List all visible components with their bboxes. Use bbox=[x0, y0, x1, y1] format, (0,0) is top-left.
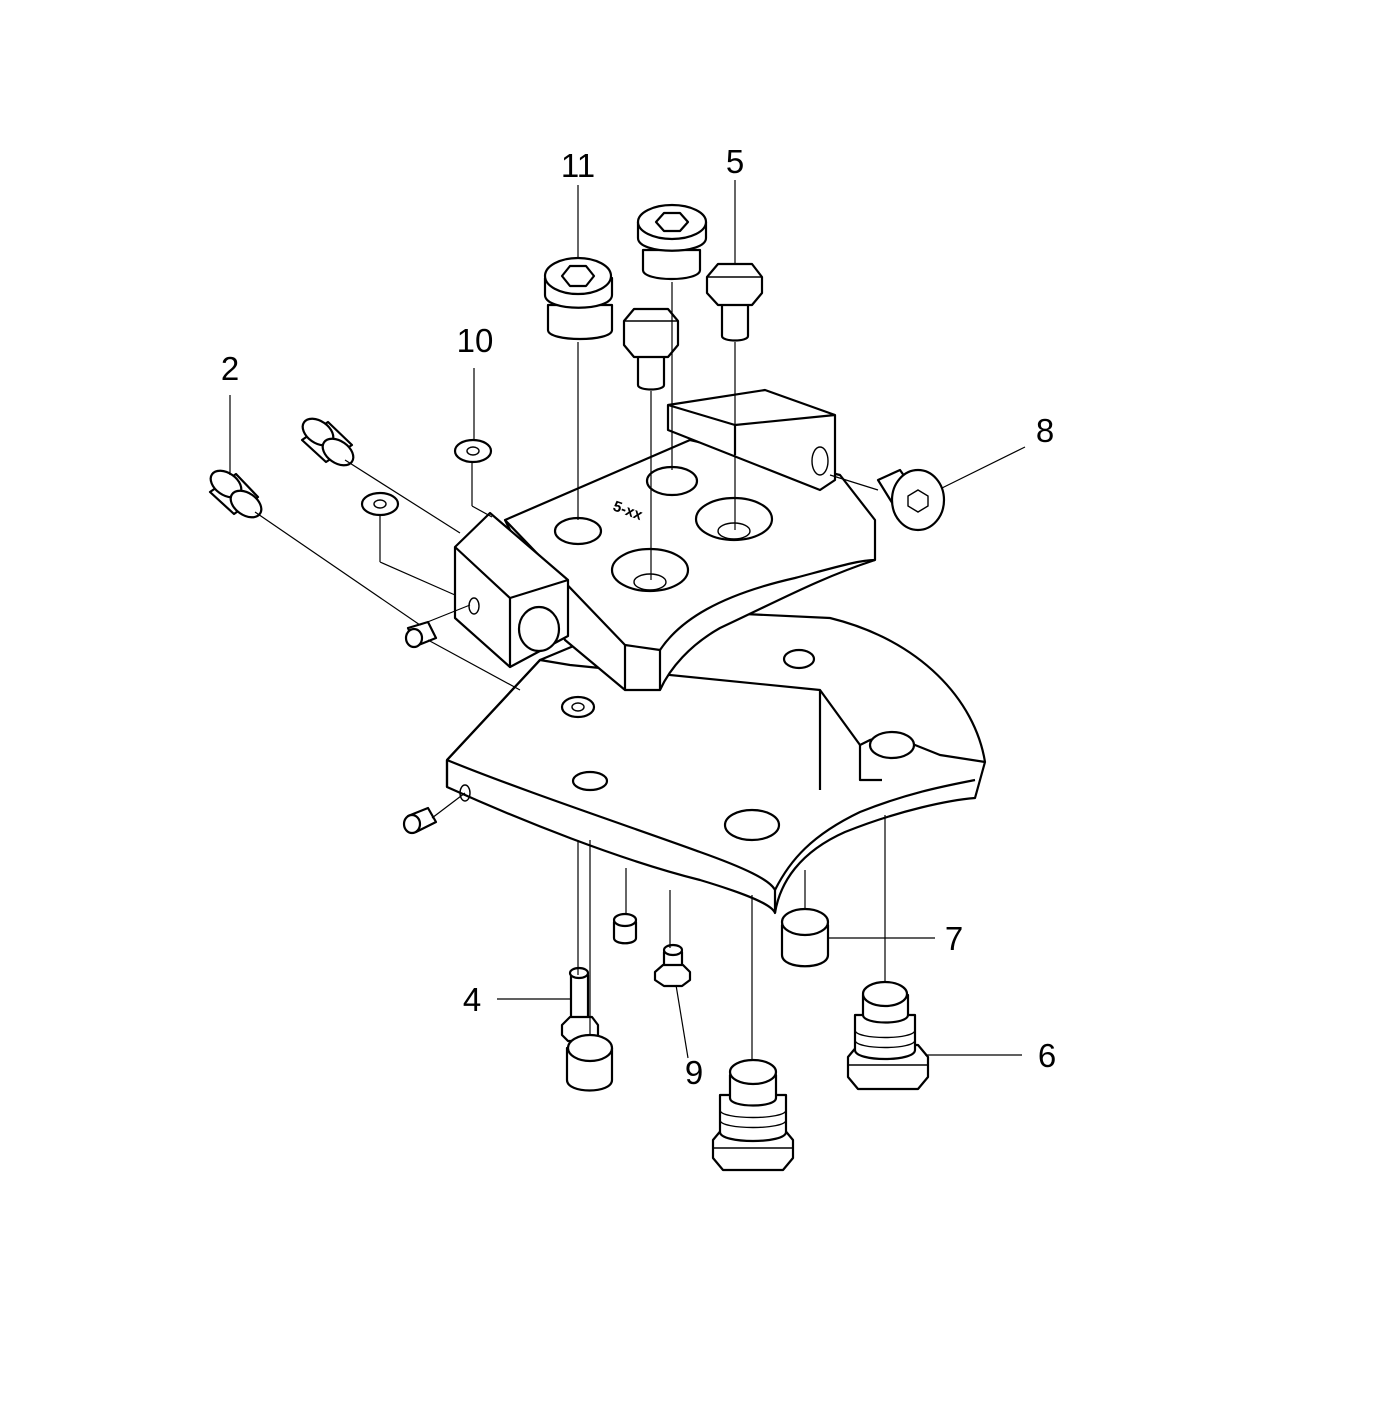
hex-bolt-5 bbox=[705, 262, 764, 342]
plug-upper-center bbox=[636, 203, 708, 280]
label-9: 9 bbox=[685, 1054, 703, 1091]
side-bracket bbox=[453, 511, 570, 669]
assembly-axis-lines bbox=[254, 282, 886, 1060]
screw-4 bbox=[560, 966, 600, 1043]
dowel-7 bbox=[780, 907, 830, 968]
washer-lower bbox=[360, 491, 400, 517]
label-5: 5 bbox=[726, 143, 744, 180]
label-6: 6 bbox=[1038, 1037, 1056, 1074]
callout-labels: 11 5 10 2 8 7 4 9 6 bbox=[221, 143, 1056, 1091]
hex-plug-6 bbox=[846, 980, 930, 1091]
label-11: 11 bbox=[561, 147, 595, 184]
plug-8 bbox=[876, 468, 946, 532]
label-8: 8 bbox=[1036, 412, 1054, 449]
label-7: 7 bbox=[945, 920, 963, 957]
upper-clamp-block: 5-xx bbox=[503, 388, 877, 692]
set-screw-lower bbox=[402, 806, 438, 835]
leader-lines bbox=[229, 180, 1026, 1059]
hex-bolt-center bbox=[622, 307, 680, 391]
dowel-pin-2 bbox=[208, 469, 263, 519]
dowel-pin-upper bbox=[300, 417, 355, 467]
washer-10 bbox=[453, 438, 493, 464]
plug-11 bbox=[543, 256, 614, 341]
label-10: 10 bbox=[457, 322, 494, 359]
hex-plug-lower bbox=[711, 1058, 795, 1172]
hex-screw-9 bbox=[653, 943, 692, 988]
dowel-lower bbox=[565, 1033, 614, 1092]
label-4: 4 bbox=[463, 981, 481, 1018]
set-screw-upper bbox=[404, 620, 438, 649]
base-plate bbox=[445, 608, 987, 915]
dowel-small bbox=[612, 912, 638, 945]
label-2: 2 bbox=[221, 350, 239, 387]
